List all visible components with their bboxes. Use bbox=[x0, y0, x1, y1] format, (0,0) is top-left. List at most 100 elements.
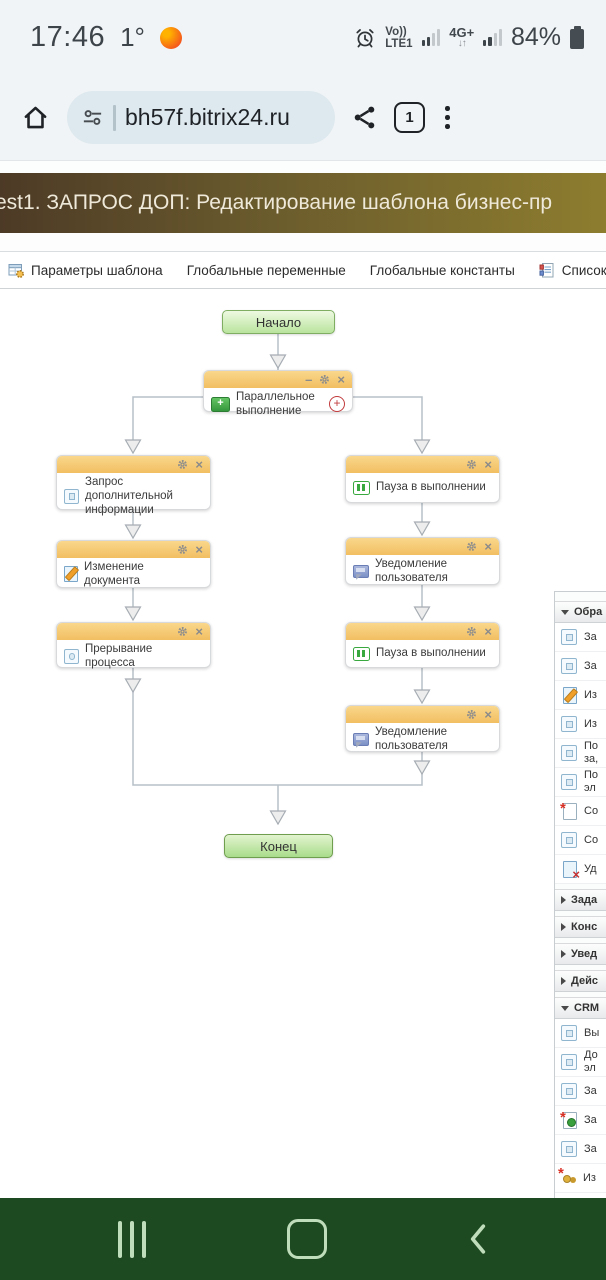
close-icon[interactable]: × bbox=[484, 624, 492, 639]
close-icon[interactable]: × bbox=[484, 457, 492, 472]
start-node[interactable]: Начало bbox=[222, 310, 335, 334]
sidebar-section-crm[interactable]: CRM bbox=[555, 997, 606, 1019]
recents-button[interactable] bbox=[118, 1220, 146, 1258]
template-list-icon bbox=[539, 262, 554, 277]
sidebar-action-item[interactable]: Со bbox=[555, 797, 606, 826]
doc-delete-icon bbox=[563, 860, 580, 882]
template-settings-icon bbox=[8, 263, 24, 278]
close-icon[interactable]: × bbox=[195, 542, 203, 557]
request-info-node[interactable]: × Запрос дополнительной информации bbox=[56, 455, 211, 516]
sidebar-action-item[interactable]: Из bbox=[555, 681, 606, 710]
settings-gear-icon[interactable] bbox=[466, 541, 477, 552]
toolbar-item-template-list[interactable]: Список шаб bbox=[539, 262, 606, 279]
toolbar-item-template-params[interactable]: Параметры шаблона bbox=[8, 262, 163, 279]
parallel-node[interactable]: – × Параллельное выполнение + bbox=[203, 370, 353, 417]
minimize-icon[interactable]: – bbox=[305, 372, 313, 387]
terminate-process-node[interactable]: × Прерывание процесса bbox=[56, 622, 211, 669]
android-nav-bar bbox=[0, 1198, 606, 1280]
back-button[interactable] bbox=[468, 1223, 488, 1255]
sidebar-action-item[interactable]: За bbox=[555, 652, 606, 681]
share-icon[interactable] bbox=[351, 104, 378, 131]
chevron-right-icon bbox=[561, 950, 566, 958]
sidebar-action-item[interactable]: За bbox=[555, 1135, 606, 1164]
end-node[interactable]: Конец bbox=[224, 834, 333, 858]
sidebar-action-item[interactable]: За bbox=[555, 1077, 606, 1106]
pause-node-1[interactable]: × Пауза в выполнении bbox=[345, 455, 500, 503]
action-label: Из bbox=[584, 688, 597, 701]
pause-icon bbox=[353, 480, 370, 495]
toolbar-item-global-variables[interactable]: Глобальные переменные bbox=[187, 263, 346, 278]
template-toolbar: Параметры шаблона Глобальные переменные … bbox=[0, 252, 606, 289]
sidebar-section-constructions[interactable]: Конс bbox=[555, 916, 606, 938]
sidebar-section-notifications[interactable]: Увед bbox=[555, 943, 606, 965]
home-button[interactable] bbox=[20, 102, 51, 133]
sidebar-action-item[interactable]: Со bbox=[555, 826, 606, 855]
pause-node-2[interactable]: × Пауза в выполнении bbox=[345, 622, 500, 668]
sidebar-action-item[interactable]: За bbox=[555, 623, 606, 652]
signal-bars-icon bbox=[421, 29, 441, 46]
chevron-right-icon bbox=[561, 977, 566, 985]
tab-count: 1 bbox=[405, 109, 414, 126]
edit-document-node[interactable]: × Изменение документа bbox=[56, 540, 211, 588]
parallel-icon bbox=[211, 396, 230, 412]
signal-bars-icon-2 bbox=[483, 29, 502, 46]
site-settings-icon[interactable] bbox=[81, 106, 104, 129]
close-icon[interactable]: × bbox=[337, 372, 345, 387]
browser-menu-button[interactable] bbox=[441, 102, 454, 133]
recents-icon bbox=[118, 1220, 146, 1258]
settings-gear-icon[interactable] bbox=[177, 626, 188, 637]
settings-gear-icon[interactable] bbox=[466, 709, 477, 720]
settings-gear-icon[interactable] bbox=[466, 626, 477, 637]
close-icon[interactable]: × bbox=[195, 457, 203, 472]
settings-gear-icon[interactable] bbox=[177, 459, 188, 470]
notify-user-node-1[interactable]: × Уведомление пользователя bbox=[345, 537, 500, 585]
sidebar-section-document-processing[interactable]: Обра bbox=[555, 601, 606, 623]
element-square-icon bbox=[561, 745, 577, 761]
sidebar-action-item[interactable]: За bbox=[555, 1106, 606, 1135]
close-icon[interactable]: × bbox=[195, 624, 203, 639]
node-label: Параллельное выполнение bbox=[236, 391, 315, 418]
section-title: Дейс bbox=[571, 975, 598, 987]
address-bar[interactable]: bh57f.bitrix24.ru bbox=[67, 91, 335, 144]
sidebar-action-item[interactable]: Из bbox=[555, 1164, 606, 1193]
toolbar-item-global-constants[interactable]: Глобальные константы bbox=[370, 263, 515, 278]
tab-switcher-button[interactable]: 1 bbox=[394, 102, 425, 133]
sidebar-action-item[interactable]: Вы bbox=[555, 1019, 606, 1048]
add-branch-button[interactable]: + bbox=[329, 396, 345, 413]
node-header: × bbox=[346, 538, 499, 555]
home-button-nav[interactable] bbox=[287, 1219, 327, 1259]
action-label: Из bbox=[584, 717, 597, 730]
node-header: × bbox=[346, 623, 499, 640]
flow-connectors bbox=[124, 333, 431, 825]
sidebar-section-tasks[interactable]: Зада bbox=[555, 889, 606, 911]
action-label: Из bbox=[583, 1171, 596, 1184]
sidebar-action-item[interactable]: Уд bbox=[555, 855, 606, 884]
doc-new-icon bbox=[560, 800, 577, 820]
sidebar-action-item[interactable]: Из bbox=[555, 710, 606, 739]
settings-gear-icon[interactable] bbox=[466, 459, 477, 470]
notify-user-node-2[interactable]: × Уведомление пользователя bbox=[345, 705, 500, 752]
action-label: Уд bbox=[584, 862, 597, 875]
element-square-icon bbox=[561, 716, 577, 732]
action-label: Со bbox=[584, 833, 599, 846]
node-header: × bbox=[57, 623, 210, 640]
settings-gear-icon[interactable] bbox=[177, 544, 188, 555]
url-text: bh57f.bitrix24.ru bbox=[125, 104, 290, 130]
sub-strip bbox=[0, 233, 606, 252]
toolbar-item-label: Параметры шаблона bbox=[31, 262, 163, 278]
sidebar-action-item[interactable]: Из bbox=[555, 1193, 606, 1198]
action-label: За bbox=[584, 630, 597, 643]
node-label: Запрос дополнительной информации bbox=[85, 476, 173, 517]
close-icon[interactable]: × bbox=[484, 707, 492, 722]
element-square-icon bbox=[561, 1083, 577, 1099]
node-label: Уведомление пользователя bbox=[375, 726, 448, 753]
sidebar-section-actions[interactable]: Дейс bbox=[555, 970, 606, 992]
close-icon[interactable]: × bbox=[484, 539, 492, 554]
settings-gear-icon[interactable] bbox=[319, 374, 330, 385]
